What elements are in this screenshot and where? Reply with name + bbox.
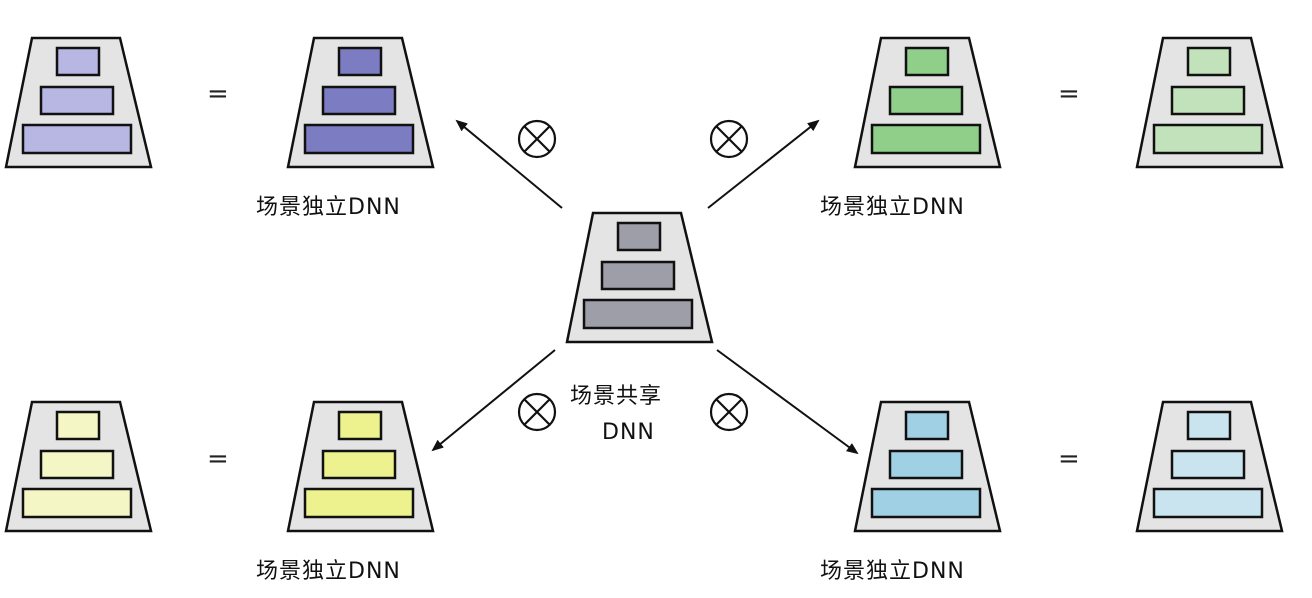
label-independent-bottom-left: 场景独立DNN bbox=[256, 559, 401, 584]
tower-independent-top-left bbox=[286, 36, 435, 169]
otimes-cross-b bbox=[715, 125, 743, 153]
tower-layer-2 bbox=[888, 449, 964, 480]
tower-layer-1 bbox=[337, 46, 383, 77]
tower-shared bbox=[565, 211, 714, 344]
tower-result-bottom-left bbox=[4, 400, 153, 533]
otimes-cross-b bbox=[523, 125, 551, 153]
arrow-to-bottom-right bbox=[716, 349, 859, 455]
label-shared-line1: 场景共享 bbox=[570, 384, 663, 409]
tower-layer-1 bbox=[55, 46, 101, 77]
tower-layer-2 bbox=[600, 260, 676, 291]
otimes-icon-bottom-right bbox=[709, 392, 749, 432]
tower-layer-2 bbox=[39, 449, 115, 480]
equals-sign-top-right: = bbox=[1058, 79, 1080, 109]
tower-layer-1 bbox=[1186, 46, 1232, 77]
tower-layer-1 bbox=[616, 221, 662, 252]
tower-result-bottom-right bbox=[1135, 400, 1284, 533]
tower-result-top-left bbox=[4, 36, 153, 169]
tower-layer-2 bbox=[321, 85, 397, 116]
label-shared-line2: DNN bbox=[602, 420, 655, 445]
tower-result-top-right bbox=[1135, 36, 1284, 169]
tower-layer-3 bbox=[870, 123, 982, 155]
equals-sign-bottom-left: = bbox=[207, 444, 229, 474]
tower-layer-1 bbox=[55, 410, 101, 441]
tower-layer-1 bbox=[904, 410, 950, 441]
tower-layer-3 bbox=[582, 298, 694, 330]
otimes-icon-top-left bbox=[517, 119, 557, 159]
tower-layer-2 bbox=[1170, 85, 1246, 116]
otimes-icon-bottom-left bbox=[517, 392, 557, 432]
tower-layer-2 bbox=[888, 85, 964, 116]
otimes-cross-b bbox=[715, 398, 743, 426]
tower-layer-3 bbox=[303, 123, 415, 155]
tower-layer-3 bbox=[1152, 487, 1264, 519]
equals-sign-top-left: = bbox=[207, 79, 229, 109]
tower-layer-3 bbox=[303, 487, 415, 519]
tower-layer-3 bbox=[21, 123, 133, 155]
label-independent-bottom-right: 场景独立DNN bbox=[820, 559, 965, 584]
otimes-cross-b bbox=[523, 398, 551, 426]
tower-layer-3 bbox=[21, 487, 133, 519]
tower-independent-top-right bbox=[853, 36, 1002, 169]
label-independent-top-left: 场景独立DNN bbox=[256, 195, 401, 220]
equals-sign-bottom-right: = bbox=[1058, 444, 1080, 474]
tower-layer-1 bbox=[904, 46, 950, 77]
tower-independent-bottom-right bbox=[853, 400, 1002, 533]
arrow-to-bottom-left bbox=[431, 349, 556, 452]
arrow-to-top-left bbox=[455, 119, 563, 209]
tower-layer-1 bbox=[1186, 410, 1232, 441]
arrow-to-top-right bbox=[707, 119, 820, 209]
tower-independent-bottom-left bbox=[286, 400, 435, 533]
tower-layer-2 bbox=[1170, 449, 1246, 480]
tower-layer-3 bbox=[870, 487, 982, 519]
tower-layer-1 bbox=[337, 410, 383, 441]
tower-layer-2 bbox=[321, 449, 397, 480]
tower-layer-3 bbox=[1152, 123, 1264, 155]
label-independent-top-right: 场景独立DNN bbox=[820, 195, 965, 220]
tower-layer-2 bbox=[39, 85, 115, 116]
otimes-icon-top-right bbox=[709, 119, 749, 159]
